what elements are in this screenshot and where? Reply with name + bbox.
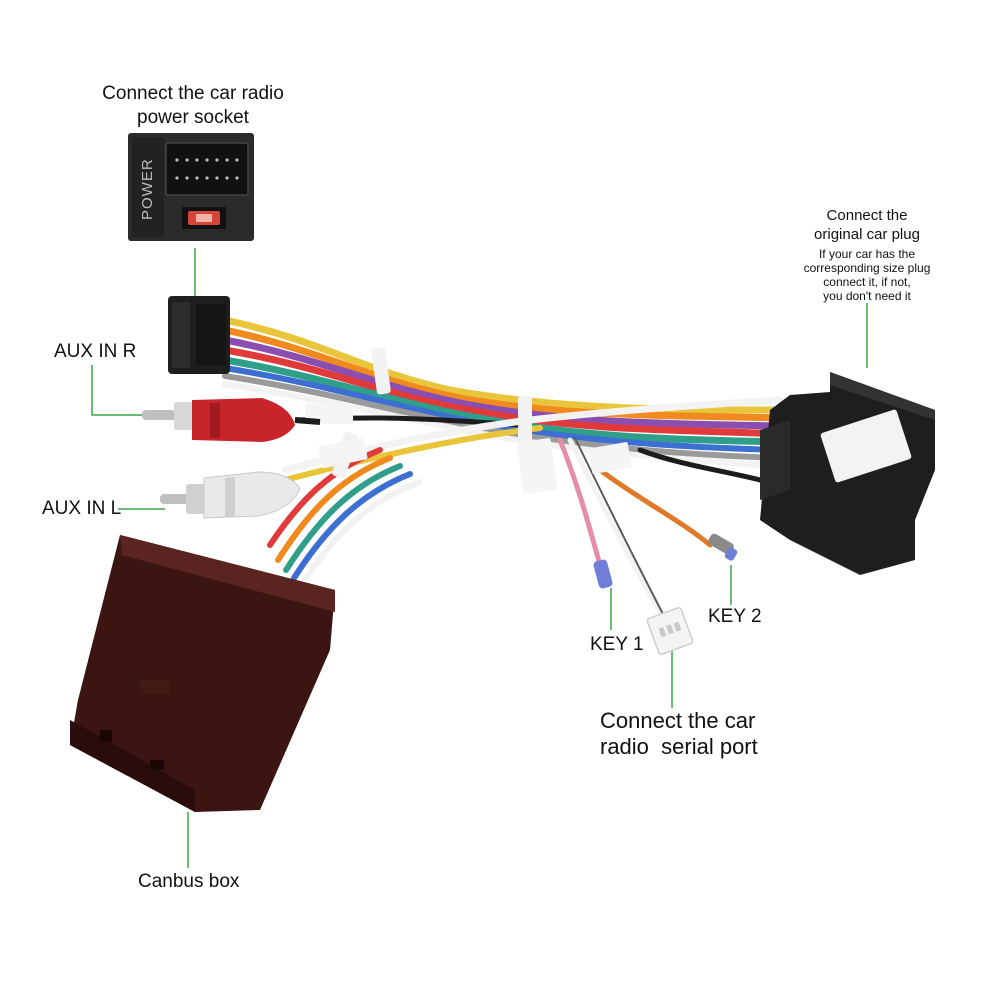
- label-original-plug-line1: Connect the: [826, 207, 908, 224]
- original-car-plug-connector: [760, 372, 935, 575]
- label-serial-line2: radio serial port: [600, 734, 758, 759]
- label-serial-port: Connect the car radio serial port: [600, 708, 758, 760]
- label-key1: KEY 1: [590, 634, 644, 655]
- label-canbus-box: Canbus box: [138, 871, 240, 892]
- serial-port-plug: [646, 607, 694, 655]
- note-line1: If your car has the: [818, 247, 916, 261]
- note-line2: corresponding size plug: [803, 261, 931, 275]
- canbus-box-image: [70, 535, 335, 812]
- label-serial-line1: Connect the car: [600, 708, 756, 733]
- label-original-plug: Connect the original car plug: [772, 206, 962, 244]
- label-power-socket: Connect the car radio power socket: [78, 82, 308, 130]
- label-aux-in-r: AUX IN R: [54, 341, 137, 362]
- key1-wire-tip: [593, 559, 613, 589]
- label-key2: KEY 2: [708, 606, 762, 627]
- note-line4: you don't need it: [823, 289, 911, 303]
- label-original-plug-note: If your car has the corresponding size p…: [772, 247, 962, 303]
- label-power-socket-line1: Connect the car radio: [102, 83, 284, 104]
- power-socket-image: [128, 133, 254, 241]
- key2-wire-tip: [708, 533, 738, 561]
- rca-white-plug: [160, 471, 301, 519]
- label-power-socket-line2: power socket: [137, 107, 249, 128]
- power-harness-connector: [168, 296, 230, 374]
- zip-ties: [305, 347, 632, 494]
- note-line3: connect it, if not,: [823, 275, 911, 289]
- rca-red-plug: [142, 398, 321, 442]
- wire-bundle: [221, 316, 784, 619]
- leader-aux-r: [91, 365, 147, 416]
- leader-lines: [91, 248, 868, 868]
- label-aux-in-l: AUX IN L: [42, 498, 122, 519]
- label-original-plug-line2: original car plug: [814, 226, 920, 243]
- power-marking: POWER: [139, 158, 156, 220]
